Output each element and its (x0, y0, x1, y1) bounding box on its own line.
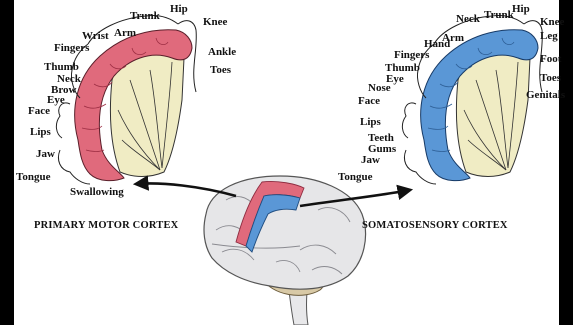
motor-label-ankle: Ankle (208, 47, 236, 58)
sensory-label-toes: Toes (540, 73, 561, 84)
motor-label-trunk: Trunk (130, 11, 160, 22)
motor-label-hip: Hip (170, 4, 188, 15)
motor-label-toes: Toes (210, 65, 231, 76)
brain-illustration (204, 176, 366, 325)
sensory-label-trunk: Trunk (484, 10, 514, 21)
sensory-label-tongue: Tongue (338, 172, 372, 183)
sensory-caption: SOMATOSENSORY CORTEX (362, 220, 508, 231)
sensory-label-jaw: Jaw (361, 155, 380, 166)
motor-label-thumb: Thumb (44, 62, 79, 73)
sensory-label-lips: Lips (360, 117, 381, 128)
motor-caption: PRIMARY MOTOR CORTEX (34, 220, 178, 231)
sensory-label-arm: Arm (442, 33, 464, 44)
motor-cortex-section (56, 15, 196, 184)
motor-label-wrist: Wrist (82, 31, 109, 42)
sensory-label-fingers: Fingers (394, 50, 429, 61)
sensory-label-knee: Knee (540, 17, 564, 28)
motor-label-lips: Lips (30, 127, 51, 138)
sensory-label-foot: Foot (540, 54, 561, 65)
sensory-label-hip: Hip (512, 4, 530, 15)
motor-label-tongue: Tongue (16, 172, 50, 183)
motor-label-knee: Knee (203, 17, 227, 28)
sensory-label-genitals: Genitals (526, 90, 565, 101)
sensory-label-nose: Nose (368, 83, 391, 94)
motor-label-fingers: Fingers (54, 43, 89, 54)
sensory-label-face: Face (358, 96, 380, 107)
sensory-label-leg: Leg (540, 31, 558, 42)
motor-label-jaw: Jaw (36, 149, 55, 160)
motor-label-swallowing: Swallowing (70, 187, 124, 198)
sensory-label-neck: Neck (456, 14, 480, 25)
motor-label-arm: Arm (114, 28, 136, 39)
motor-label-face: Face (28, 106, 50, 117)
